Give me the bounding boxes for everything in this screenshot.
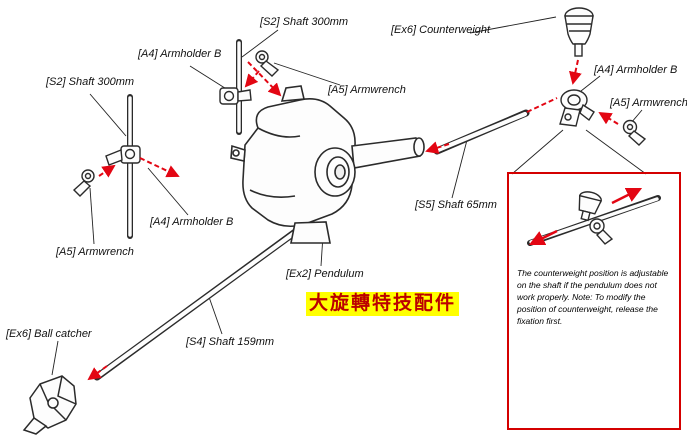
counterweight-note-text: The counterweight position is adjustable… [517, 268, 669, 326]
label-armholder-b-right: [A4] Armholder B [594, 64, 678, 76]
label-shaft300-left: [S2] Shaft 300mm [46, 76, 135, 88]
label-pendulum: [Ex2] Pendulum [286, 268, 364, 280]
armholder-b-right-drawing [559, 89, 595, 127]
label-ball-catcher: [Ex6] Ball catcher [6, 328, 92, 340]
counterweight-note-box [507, 172, 681, 430]
counterweight-drawing [564, 7, 594, 57]
leader-lines [51, 16, 647, 376]
ball-catcher-drawing [22, 375, 77, 435]
armholder-b-top-drawing [219, 87, 252, 105]
label-armwrench-left: [A5] Armwrench [56, 246, 134, 258]
armwrench-top-drawing [255, 50, 280, 77]
label-counterweight: [Ex6] Counterweight [391, 24, 491, 36]
label-shaft300-top: [S2] Shaft 300mm [260, 16, 349, 28]
armholder-b-left-drawing [105, 145, 141, 166]
shaft-159mm-drawing [93, 226, 302, 381]
label-armholder-b-mid: [A4] Armholder B [150, 216, 234, 228]
armwrench-left-drawing [72, 169, 95, 197]
pendulum-drawing [230, 85, 425, 244]
armwrench-right-drawing [622, 119, 647, 146]
label-armwrench-right: [A5] Armwrench [610, 97, 687, 109]
assembly-arrows [87, 59, 619, 381]
diagram-title: 大旋轉特技配件 [306, 292, 460, 316]
label-armholder-b-top: [A4] Armholder B [138, 48, 222, 60]
label-shaft159: [S4] Shaft 159mm [186, 336, 275, 348]
detail-inset-drawing [527, 187, 661, 246]
shaft-65mm-drawing [433, 109, 530, 155]
label-armwrench-top: [A5] Armwrench [328, 84, 406, 96]
label-shaft65: [S5] Shaft 65mm [415, 199, 497, 211]
